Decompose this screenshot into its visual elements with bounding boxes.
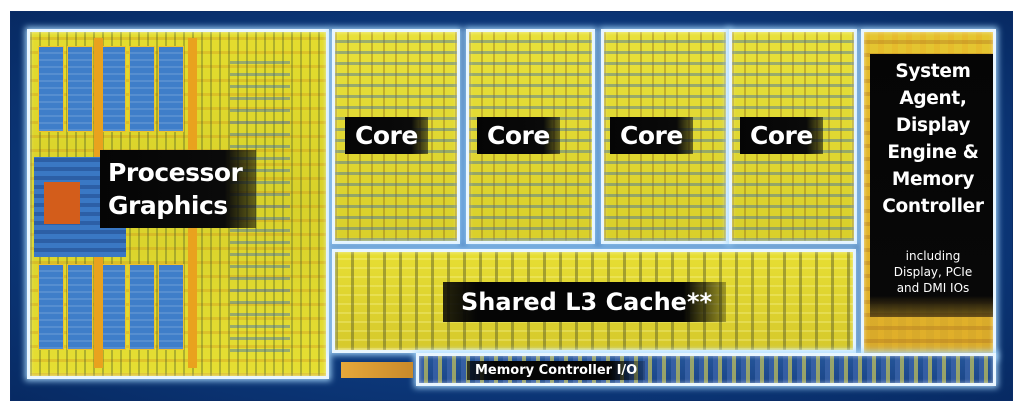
system-agent-title: System Agent, Display Engine & Memory Co… [870,58,993,220]
system-agent-subtitle: including Display, PCIe and DMI IOs [870,248,993,296]
system-agent-block: System Agent, Display Engine & Memory Co… [861,29,996,359]
core-block-3: Core [601,29,729,244]
system-agent-subtitle-line3: and DMI IOs [896,281,970,295]
system-agent-title-line3: Display [895,115,971,136]
system-agent-title-line1: System [895,61,971,82]
memory-controller-io-block: Memory Controller I/O [416,353,996,386]
processor-die: Processor Graphics Core Core Core Core S… [10,11,1013,401]
system-agent-subtitle-line2: Display, PCIe [893,265,973,279]
core-label-1: Core [345,117,428,154]
system-agent-subtitle-line1: including [905,249,961,263]
shared-l3-cache-block: Shared L3 Cache** [332,249,856,353]
core-block-2: Core [466,29,595,244]
shared-l3-cache-label: Shared L3 Cache** [443,282,727,322]
processor-graphics-label: Processor Graphics [100,150,257,228]
core-label-4: Core [740,117,823,154]
processor-graphics-label-line1: Processor [108,158,243,187]
orange-strip [341,362,413,378]
core-label-3: Core [610,117,693,154]
system-agent-title-line5: Memory [891,169,975,190]
core-block-1: Core [332,29,460,244]
processor-graphics-label-line2: Graphics [108,191,228,220]
processor-graphics-block: Processor Graphics [27,29,329,379]
system-agent-title-line4: Engine & [887,142,979,163]
system-agent-title-line6: Controller [882,196,984,217]
core-block-4: Core [729,29,857,244]
system-agent-label-panel: System Agent, Display Engine & Memory Co… [870,54,993,317]
system-agent-title-line2: Agent, [899,88,967,109]
core-label-2: Core [477,117,560,154]
memory-controller-io-label: Memory Controller I/O [467,361,646,380]
